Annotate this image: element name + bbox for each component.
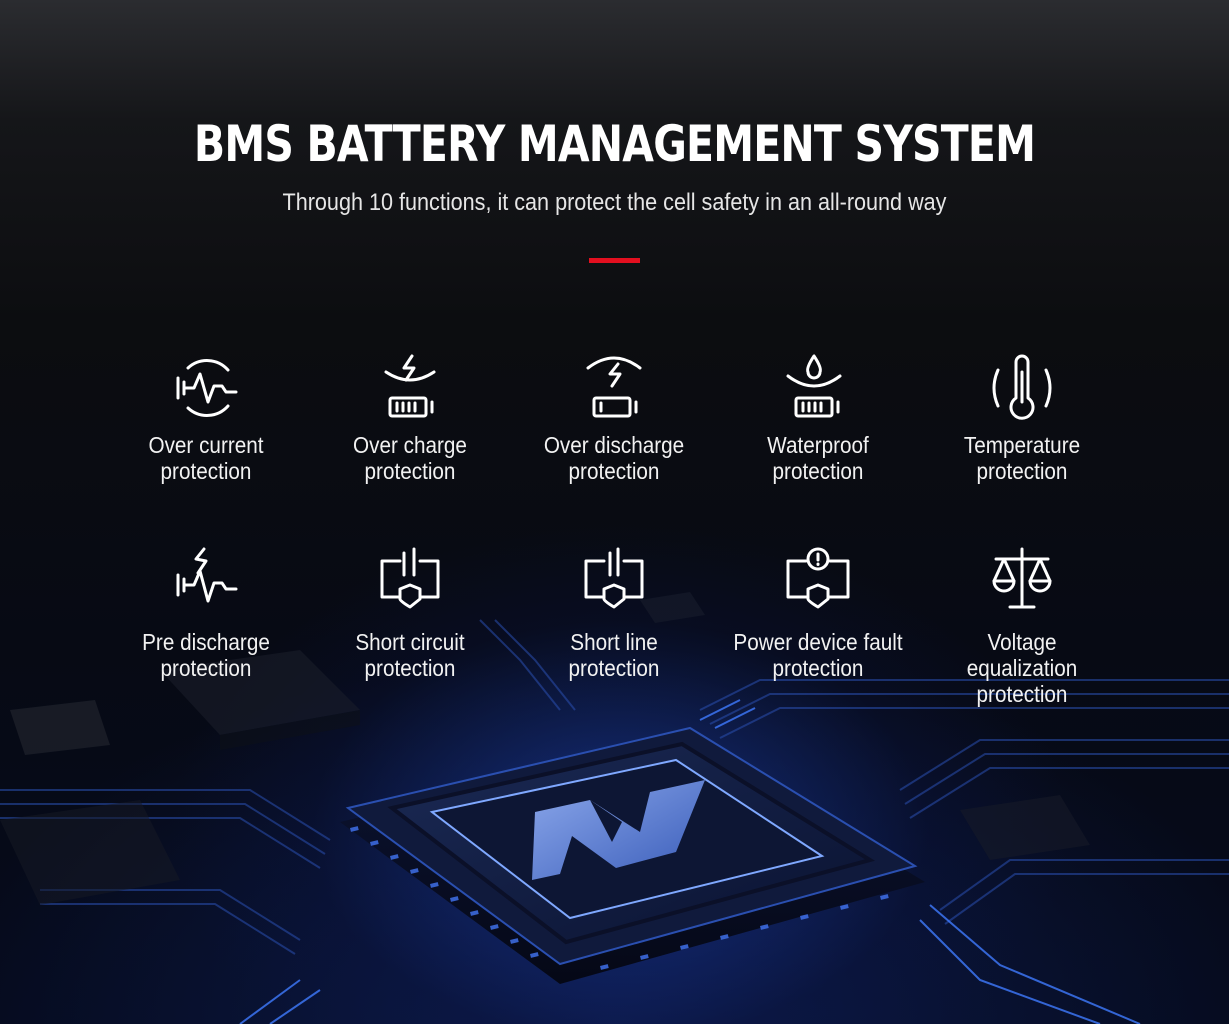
short-line-icon [574,545,654,625]
over-discharge-icon [574,348,654,428]
feature-label: Short line protection [568,629,660,681]
power-fault-icon [778,545,858,625]
feature-label: Over charge protection [353,432,467,484]
accent-divider [589,258,640,263]
page-subtitle: Through 10 functions, it can protect the… [282,189,947,216]
feature-label: Pre discharge protection [142,629,270,681]
feature-over-charge: Over charge protection [310,348,510,484]
feature-label: Over discharge protection [543,432,685,484]
feature-label: Power device fault protection [733,629,903,681]
feature-waterproof: Waterproof protection [718,348,918,484]
feature-temperature: Temperature protection [922,348,1122,484]
short-circuit-icon [370,545,450,625]
feature-over-current: Over current protection [106,348,306,484]
waterproof-icon [778,348,858,428]
feature-short-line: Short line protection [514,545,714,681]
feature-pre-discharge: Pre discharge protection [106,545,306,681]
feature-label: Short circuit protection [355,629,465,681]
circuit-chip-illustration [0,592,1229,1024]
feature-label: Over current protection [148,432,264,484]
feature-power-device-fault: Power device fault protection [718,545,918,681]
feature-short-circuit: Short circuit protection [310,545,510,681]
page-title: BMS BATTERY MANAGEMENT SYSTEM [193,115,1036,173]
feature-voltage-equalization: Voltage equalization protection [922,545,1122,707]
pre-discharge-icon [166,545,246,625]
balance-scale-icon [982,545,1062,625]
feature-label: Voltage equalization protection [966,629,1078,707]
feature-label: Temperature protection [963,432,1081,484]
feature-label: Waterproof protection [767,432,869,484]
over-charge-icon [370,348,450,428]
feature-over-discharge: Over discharge protection [514,348,714,484]
over-current-icon [166,348,246,428]
thermometer-icon [982,348,1062,428]
